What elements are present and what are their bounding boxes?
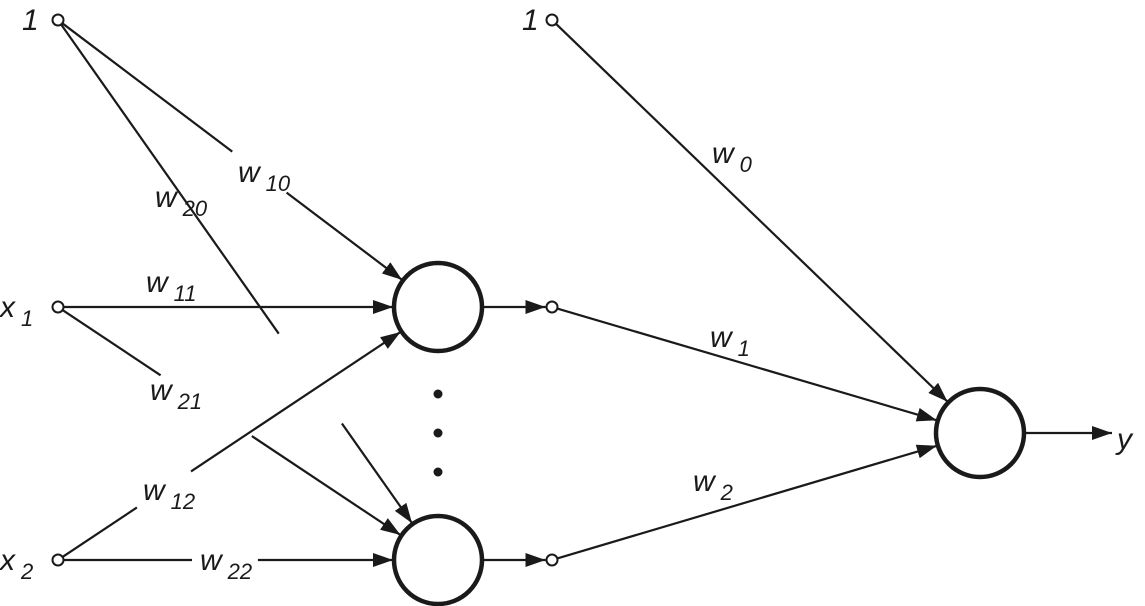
edge-w0: [555, 23, 949, 403]
weight-label-w20-subscript: 20: [182, 196, 208, 221]
weight-label-w20-main: w: [155, 181, 179, 214]
edge-w12-end: [190, 331, 402, 473]
edge-w1: [556, 307, 938, 422]
output-bias-node: [545, 13, 559, 27]
weight-label-w12-subscript: 12: [171, 489, 195, 514]
edge-w21-end: [251, 435, 402, 536]
input-node-x2: [51, 553, 65, 567]
output-bias-label-main: 1: [522, 4, 539, 37]
edge-w20-end: [341, 422, 414, 524]
input-label-bias_in: 1: [22, 4, 39, 37]
ellipsis-dot-2: [433, 428, 443, 438]
weight-label-w2-subscript: 2: [720, 480, 733, 505]
weight-label-w12-main: w: [143, 474, 167, 507]
hidden-neuron-h1: [391, 260, 485, 354]
edge-w10-end: [285, 191, 403, 281]
weight-label-w10-subscript: 10: [266, 171, 291, 196]
weight-label-w22-subscript: 22: [227, 559, 252, 584]
output-bias-label: 1: [522, 4, 539, 37]
edge-w12-start: [61, 506, 138, 558]
hidden-neuron-h2: [391, 513, 485, 606]
output-label-y: y: [1115, 423, 1134, 456]
weight-label-w2-main: w: [693, 465, 717, 498]
edge-w10-start: [61, 22, 233, 153]
input-label-x2-subscript: 2: [20, 559, 33, 584]
weight-label-w22-main: w: [200, 544, 224, 577]
input-label-x2-main: x: [0, 544, 16, 577]
edge-w21-start: [61, 309, 162, 377]
edge-w20-start: [60, 23, 280, 335]
input-label-x1-main: x: [0, 291, 16, 324]
hidden-output-node-o1: [545, 300, 559, 314]
input-label-bias_in-main: 1: [22, 4, 39, 37]
input-node-x1: [51, 300, 65, 314]
weight-label-w11-main: w: [146, 266, 170, 299]
weight-label-w11-subscript: 11: [174, 281, 197, 306]
hidden-output-node-o2: [545, 553, 559, 567]
ellipsis-dot-3: [433, 467, 443, 477]
input-label-x1-subscript: 1: [21, 306, 33, 331]
weight-label-w10-main: w: [238, 156, 262, 189]
weight-label-w0-subscript: 0: [740, 152, 753, 177]
ellipsis-dot-1: [433, 389, 443, 399]
weight-label-w21-main: w: [150, 374, 174, 407]
input-node-bias_in: [51, 13, 65, 27]
output-label-y-main: y: [1115, 423, 1134, 456]
edge-w2: [556, 444, 938, 560]
weight-label-w1-subscript: 1: [738, 336, 750, 361]
weight-label-w21-subscript: 21: [177, 389, 202, 414]
weight-label-w1-main: w: [710, 321, 734, 354]
output-neuron: [933, 386, 1027, 480]
weight-label-w0-main: w: [712, 137, 736, 170]
